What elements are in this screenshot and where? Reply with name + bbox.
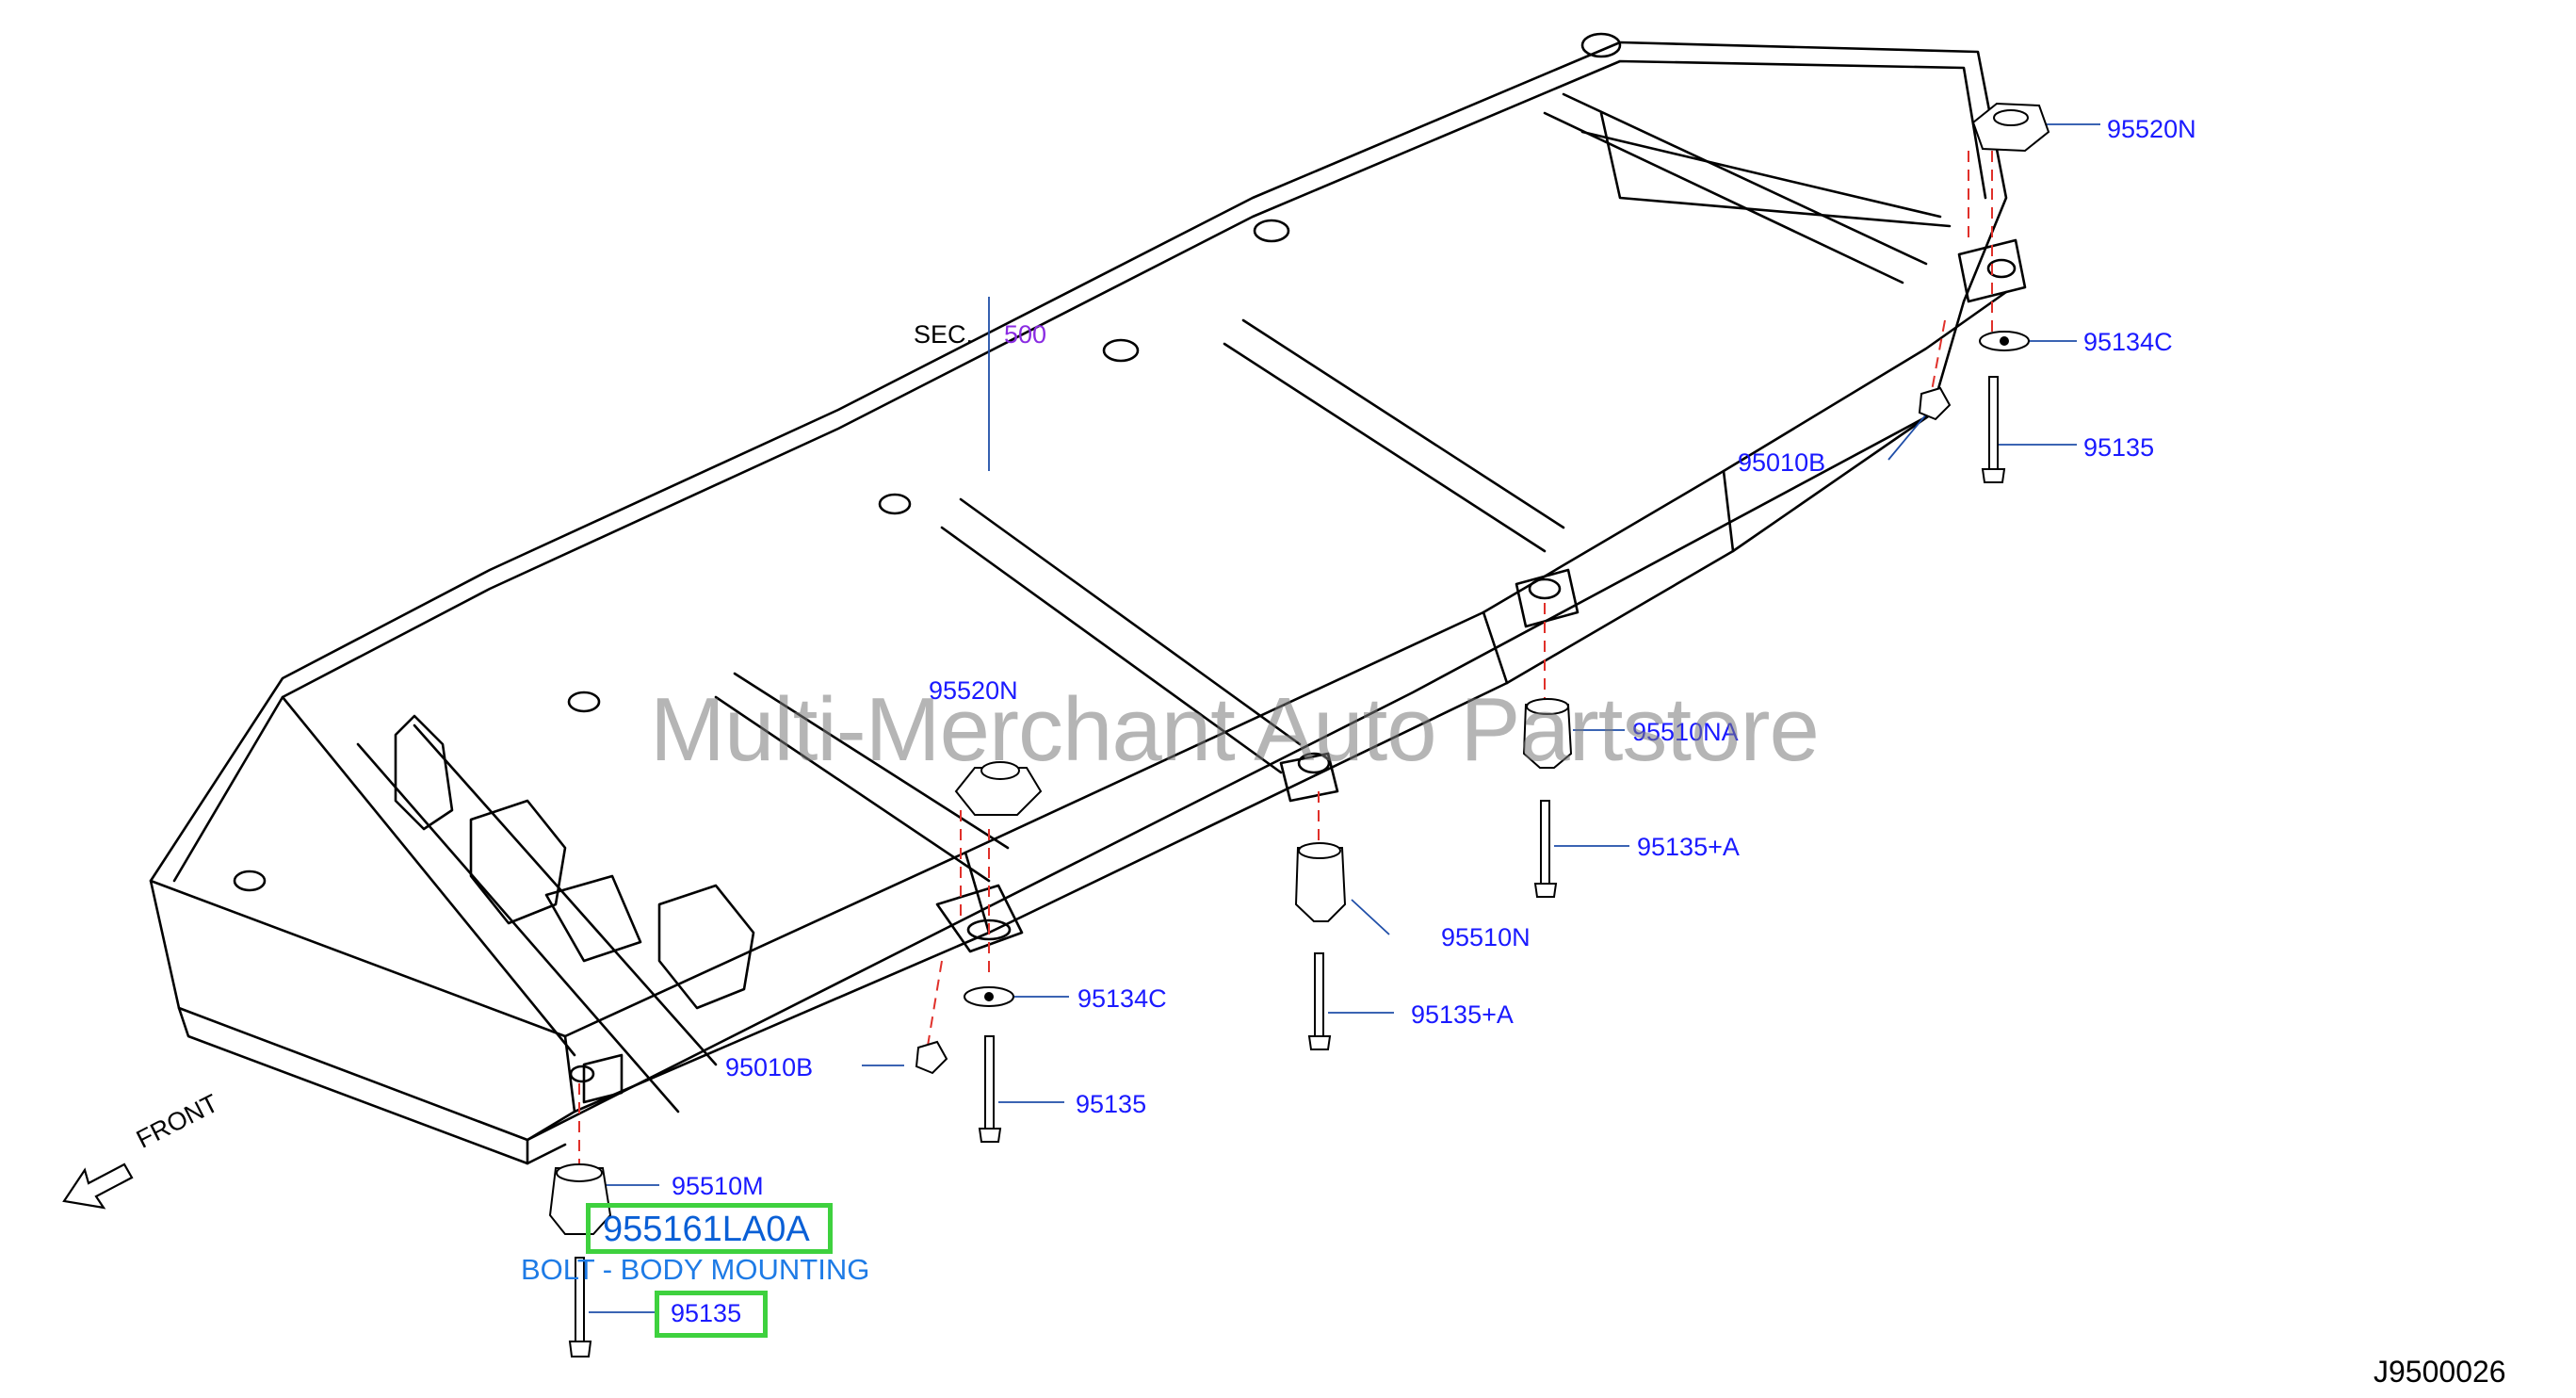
highlight-part-ref[interactable]: 95135 bbox=[671, 1299, 742, 1327]
highlight-part-ref-box bbox=[655, 1291, 768, 1338]
label-mid-95510na[interactable]: 95510NA bbox=[1632, 718, 1739, 746]
watermark: Multi-Merchant Auto Partstore bbox=[650, 679, 1820, 780]
rear-mount-parts bbox=[1918, 102, 2050, 483]
label-rear-95134c[interactable]: 95134C bbox=[2083, 328, 2173, 356]
label-mid-95135a-low[interactable]: 95135+A bbox=[1411, 1000, 1514, 1029]
section-number-link[interactable]: 500 bbox=[1004, 320, 1047, 349]
label-mid-95520n[interactable]: 95520N bbox=[929, 676, 1018, 705]
mounting-leader-lines bbox=[578, 151, 1993, 1163]
mid-mount-parts bbox=[915, 698, 1573, 1143]
label-mid-95134c[interactable]: 95134C bbox=[1077, 984, 1167, 1013]
highlight-part-number[interactable]: 955161LA0A bbox=[603, 1210, 810, 1249]
label-rear-95010b[interactable]: 95010B bbox=[1738, 448, 1826, 477]
front-mount-parts bbox=[548, 1163, 612, 1357]
chassis-frame bbox=[149, 32, 2027, 1165]
document-id: J9500026 bbox=[2373, 1355, 2506, 1389]
callout-lines bbox=[589, 123, 2100, 1313]
highlight-part-number-box bbox=[586, 1203, 833, 1254]
label-rear-95520n[interactable]: 95520N bbox=[2107, 115, 2196, 143]
label-mid-95135[interactable]: 95135 bbox=[1076, 1090, 1147, 1118]
label-rear-95135[interactable]: 95135 bbox=[2083, 433, 2155, 462]
label-mid-95135a-top[interactable]: 95135+A bbox=[1637, 833, 1740, 861]
label-front-95510m[interactable]: 95510M bbox=[672, 1172, 764, 1200]
section-prefix: SEC. bbox=[914, 320, 974, 349]
label-mid-95010b[interactable]: 95010B bbox=[725, 1053, 814, 1081]
label-mid-95510n[interactable]: 95510N bbox=[1441, 923, 1531, 951]
front-arrow-icon bbox=[62, 1162, 134, 1210]
highlight-part-description: BOLT - BODY MOUNTING bbox=[521, 1253, 870, 1286]
